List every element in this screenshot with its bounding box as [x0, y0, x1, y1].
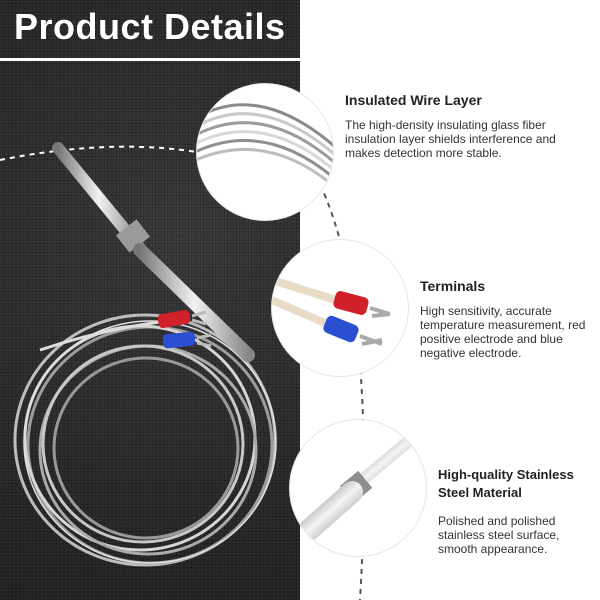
- insulated-wire-closeup-icon: [197, 103, 333, 188]
- feature-title-insulated-wire: Insulated Wire Layer: [345, 92, 482, 108]
- page-title: Product Details: [14, 6, 286, 47]
- feature-text-stainless-steel: Polished and polished stainless steel su…: [438, 514, 560, 556]
- terminals: [39, 309, 212, 352]
- terminals-closeup-image: [272, 240, 408, 376]
- feature-text-terminals: High sensitivity, accurate temperature m…: [420, 304, 586, 360]
- feature-title-stainless-steel: High-quality Stainless Steel Material: [438, 467, 574, 500]
- title-underline: [0, 58, 600, 61]
- feature-title-terminals: Terminals: [420, 278, 486, 294]
- stainless-steel-probe-closeup-icon: [290, 434, 416, 549]
- insulated-wire-closeup-image: [197, 84, 333, 220]
- probe-rod: [52, 142, 255, 362]
- feature-text-insulated-wire: The high-density insulating glass fiber …: [345, 118, 556, 160]
- stainless-steel-closeup-image: [290, 420, 426, 556]
- terminals-closeup-icon: [272, 276, 391, 346]
